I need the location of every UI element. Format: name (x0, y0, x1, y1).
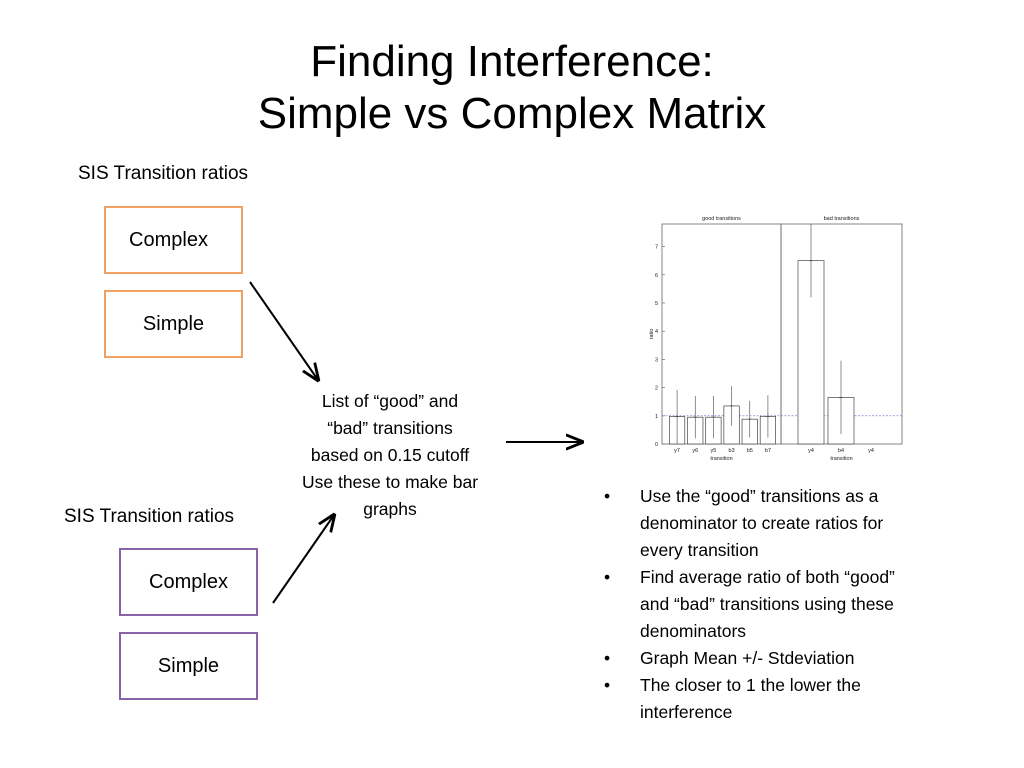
panel-title: good transitions (702, 216, 741, 222)
x-tick-label: b3 (729, 448, 735, 454)
bullet-item: • The closer to 1 the lower the interfer… (604, 672, 1004, 726)
x-axis-label: transition (830, 456, 852, 462)
top-group-label: SIS Transition ratios (78, 163, 249, 184)
y-tick-label: 1 (655, 414, 658, 420)
bullet-item: • Use the “good” transitions as a denomi… (604, 483, 1004, 564)
y-tick-label: 3 (655, 357, 658, 363)
title-line-2: Simple vs Complex Matrix (257, 89, 767, 138)
x-tick-label: y7 (674, 448, 680, 454)
x-tick-label: b7 (765, 448, 771, 454)
slide-title: Finding Interference: Simple vs Complex … (0, 36, 1024, 140)
x-tick-label: y5 (711, 448, 717, 454)
bullet-dot-icon: • (604, 486, 611, 506)
center-line-3: based on 0.15 cutoff (310, 445, 470, 465)
y-tick-label: 5 (655, 301, 658, 307)
bullet-dot-icon: • (604, 567, 611, 587)
center-line-4: Use these to make bar (301, 472, 479, 492)
y-tick-label: 4 (655, 329, 658, 335)
bullet-item: • Graph Mean +/- Stdeviation (604, 645, 1004, 672)
y-axis-label: ratio (649, 329, 655, 340)
title-line-1: Finding Interference: (310, 37, 714, 86)
top-simple-box: Simple (104, 290, 243, 358)
top-complex-box: Complex (104, 206, 243, 274)
panel-title: bad transitions (824, 216, 860, 222)
center-line-2: “bad” transitions (327, 418, 453, 438)
y-tick-label: 2 (655, 386, 658, 392)
center-line-1: List of “good” and (321, 391, 459, 411)
bottom-group-label: SIS Transition ratios (64, 506, 235, 527)
bullet-list: • Use the “good” transitions as a denomi… (604, 483, 1004, 726)
arrow-bottom-to-center (272, 515, 334, 604)
y-tick-label: 0 (655, 442, 658, 448)
x-tick-label: y4 (808, 448, 814, 454)
center-line-5: graphs (363, 499, 417, 519)
y-tick-label: 6 (655, 273, 658, 279)
x-tick-label: b5 (747, 448, 753, 454)
center-description: List of “good” and “bad” transitions bas… (276, 388, 504, 523)
y-tick-label: 7 (655, 245, 658, 251)
bullet-item: • Find average ratio of both “good” and … (604, 564, 1004, 645)
x-tick-label: y6 (692, 448, 698, 454)
bullet-dot-icon: • (604, 648, 611, 668)
x-tick-label: b4 (838, 448, 844, 454)
arrow-top-to-center (249, 281, 318, 380)
x-axis-label: transition (710, 456, 732, 462)
bottom-simple-box: Simple (119, 632, 258, 700)
x-tick-label: y4 (868, 448, 874, 454)
panel-frame (661, 223, 782, 445)
bullet-dot-icon: • (604, 675, 611, 695)
bottom-complex-box: Complex (119, 548, 258, 616)
